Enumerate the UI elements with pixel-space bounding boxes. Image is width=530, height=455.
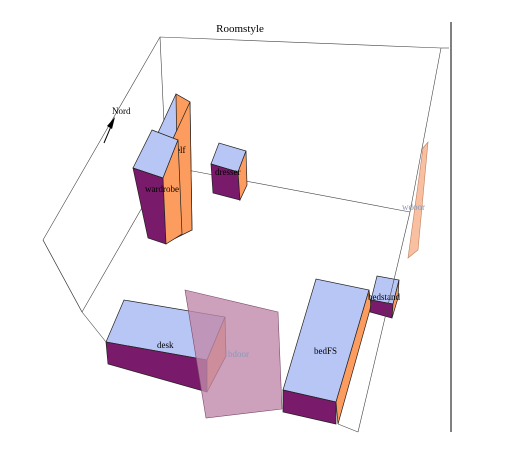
label-bedFS: bedFS [314, 346, 337, 356]
label-wdoor: wdoor [402, 202, 425, 212]
scene-title: Roomstyle [216, 23, 264, 35]
bedFS [282, 278, 372, 425]
label-bedstand: bedstand [368, 292, 400, 302]
compass-label: Nord [112, 106, 131, 116]
label-desk: desk [157, 340, 174, 350]
dresser [210, 142, 248, 202]
bedroom-door-panel [184, 289, 283, 419]
label-dresser: dresser [215, 167, 241, 177]
north-arrow-icon [103, 117, 115, 144]
label-bdoor: bdoor [228, 349, 249, 359]
wardrobe [132, 129, 183, 245]
room-box-front [42, 47, 449, 433]
window-panel [407, 141, 429, 259]
label-wardrobe: wardrobe [145, 184, 179, 194]
bedstand [369, 275, 400, 319]
